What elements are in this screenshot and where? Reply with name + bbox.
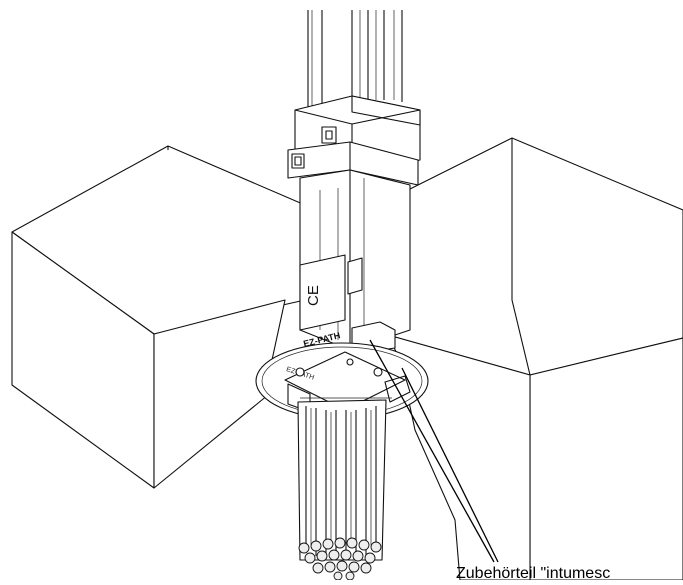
ce-mark: CE bbox=[305, 285, 322, 306]
right-wall-block bbox=[387, 137, 683, 581]
leader-line-1 bbox=[369, 339, 495, 563]
callout-leaders bbox=[369, 339, 499, 563]
cable-bundle bbox=[297, 399, 387, 581]
leader-line-2 bbox=[401, 367, 499, 563]
callout-label: Zubehörteil "intumesc bbox=[456, 565, 610, 580]
pathway-device-upper: CE EZ-PATH bbox=[287, 10, 421, 353]
label-plate bbox=[299, 254, 346, 331]
left-wall-block bbox=[11, 145, 306, 489]
